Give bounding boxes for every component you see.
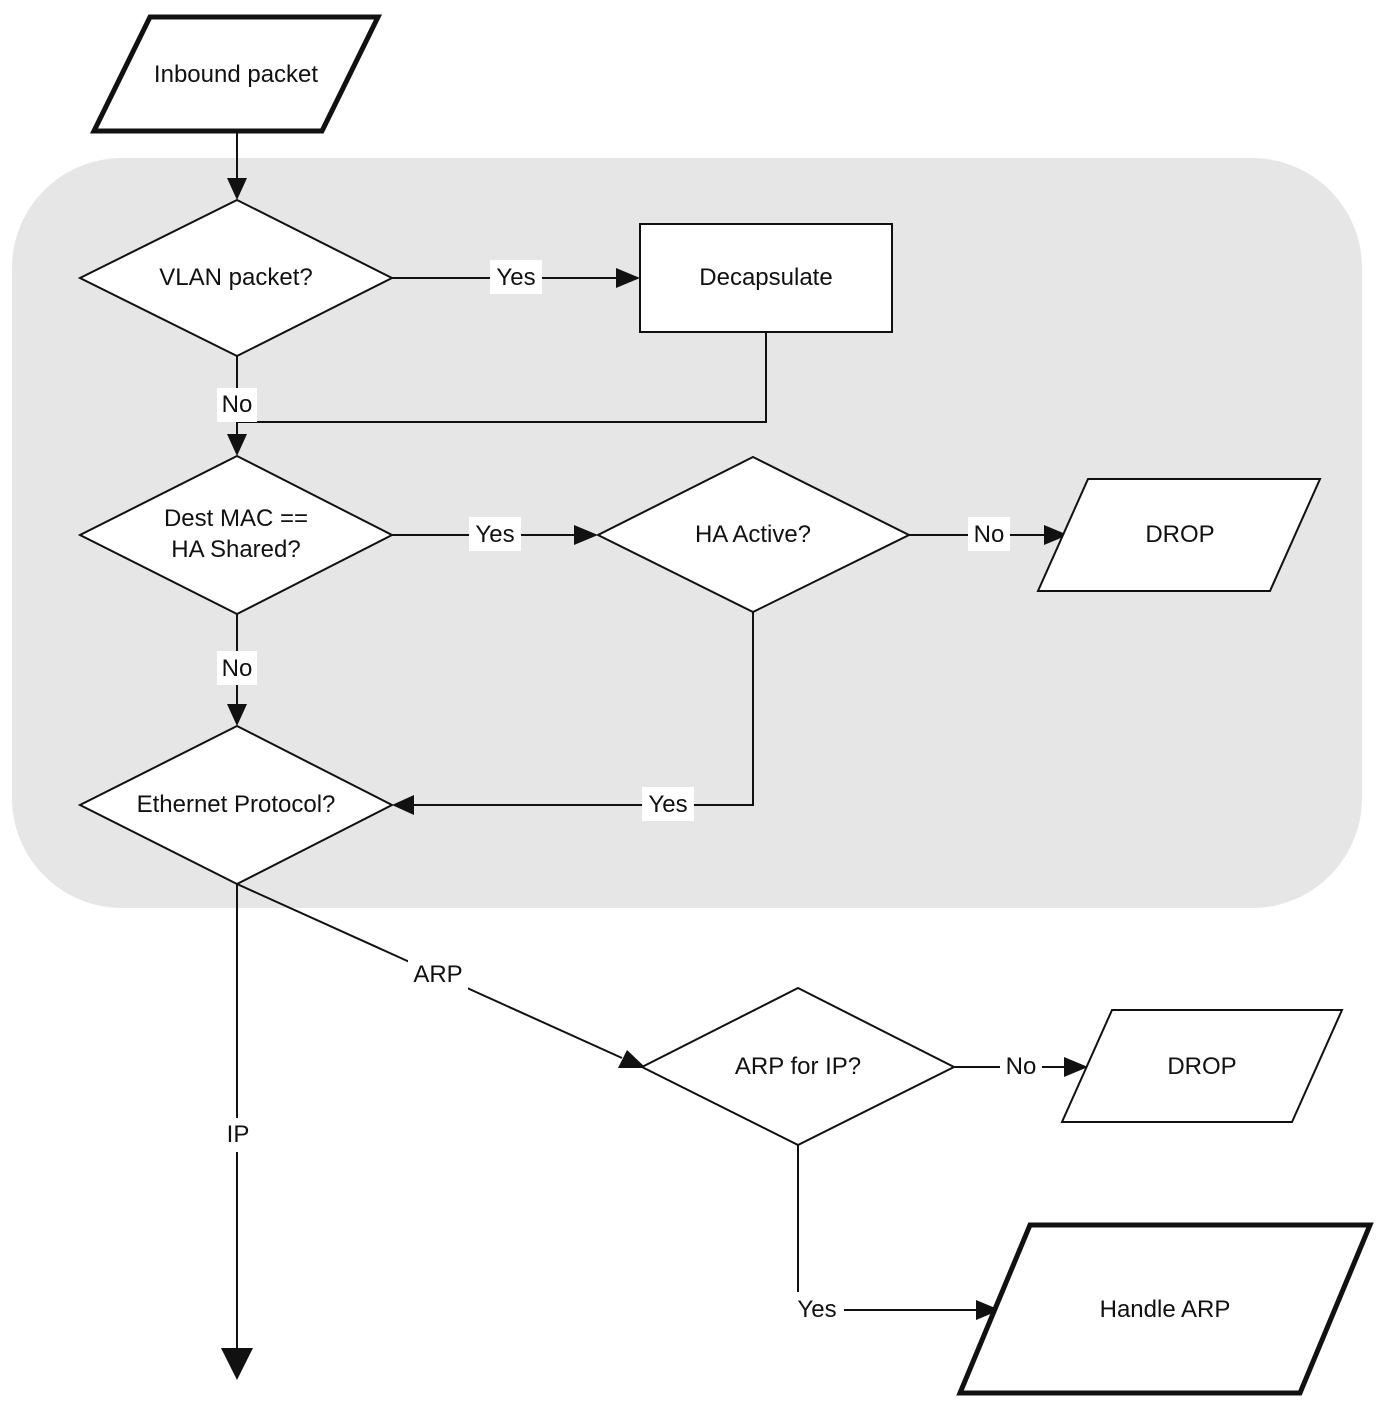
inbound-packet-node — [89, 14, 383, 134]
label-bg-ha-yes — [642, 787, 694, 821]
vlan-decision-label: VLAN packet? — [159, 264, 312, 291]
label-bg-dest-no — [217, 651, 257, 685]
edge-label-arp-no: No — [1006, 1053, 1037, 1080]
edge-label-ha-yes: Yes — [648, 791, 687, 818]
drop-ha-label: DROP — [1145, 521, 1214, 548]
label-bg-ha-no — [968, 517, 1010, 551]
arrowhead-decapsulate — [616, 268, 640, 288]
arrowhead-ethernet — [227, 704, 247, 726]
handle-arp-node — [956, 1222, 1374, 1396]
label-bg-vlan-no — [217, 388, 257, 422]
arrowhead-arp-for-ip — [618, 1050, 646, 1068]
ha-active-decision-node — [595, 455, 912, 614]
drop-arp-node — [1060, 1009, 1344, 1123]
edge-label-dest-no: No — [222, 655, 253, 682]
vlan-decision-node — [77, 198, 395, 358]
inbound-packet-label: Inbound packet — [154, 61, 318, 88]
dest-mac-label-line2: HA Shared? — [171, 536, 300, 563]
edge-arp-yes — [797, 1145, 976, 1311]
label-bg-vlan-yes — [490, 260, 542, 294]
arrowhead-ethernet-right — [392, 795, 414, 815]
ethernet-decision-label: Ethernet Protocol? — [137, 791, 336, 818]
arrowhead-vlan — [227, 178, 247, 200]
drop-arp-label: DROP — [1167, 1053, 1236, 1080]
label-bg-eth-ip — [222, 1118, 254, 1152]
edge-label-eth-arp: ARP — [413, 961, 462, 988]
edge-label-arp-yes: Yes — [797, 1296, 836, 1323]
arrowhead-drop-arp — [1064, 1057, 1088, 1077]
decapsulate-label: Decapsulate — [699, 264, 832, 291]
dest-mac-label-line1: Dest MAC == — [164, 505, 308, 532]
edge-label-eth-ip: IP — [227, 1121, 250, 1148]
edge-label-ha-no: No — [974, 521, 1005, 548]
arrowhead-dest-mac — [227, 434, 247, 456]
label-bg-arp-no — [1000, 1049, 1042, 1083]
ethernet-decision-node — [77, 724, 395, 886]
arrowhead-ha-active — [574, 525, 598, 545]
label-bg-dest-yes — [469, 517, 521, 551]
edge-label-vlan-yes: Yes — [496, 264, 535, 291]
edge-decapsulate-merge — [237, 332, 767, 423]
ha-active-label: HA Active? — [695, 521, 811, 548]
decapsulate-node — [639, 223, 893, 333]
label-bg-arp-yes — [790, 1292, 844, 1326]
dest-mac-decision-node — [77, 454, 395, 616]
drop-ha-node — [1036, 478, 1322, 592]
edge-ha-yes — [414, 612, 754, 806]
edge-label-vlan-no: No — [222, 391, 253, 418]
edge-label-dest-yes: Yes — [475, 521, 514, 548]
arp-for-ip-label: ARP for IP? — [735, 1053, 861, 1080]
arrowhead-drop-ha — [1044, 525, 1068, 545]
arrowhead-ip-exit — [221, 1348, 253, 1380]
handle-arp-label: Handle ARP — [1100, 1296, 1231, 1323]
arp-for-ip-decision-node — [639, 986, 957, 1147]
arrowhead-handle-arp — [976, 1300, 1000, 1320]
label-bg-eth-arp — [408, 957, 468, 991]
